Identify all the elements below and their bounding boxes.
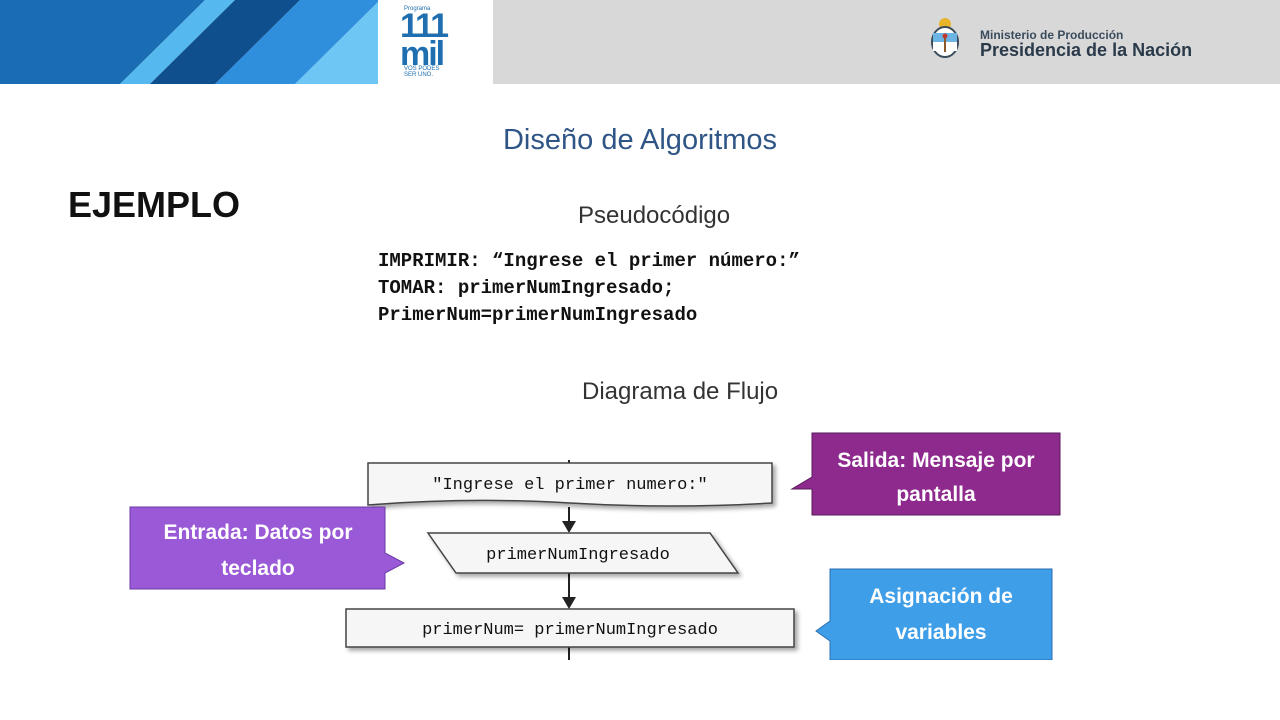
example-label: EJEMPLO	[68, 184, 241, 225]
flowchart-diagram: "Ingrese el primer numero:" primerNumIng…	[129, 432, 1061, 660]
callout-input-line1: Entrada: Datos por	[163, 521, 352, 544]
ministry-name: Ministerio de Producción	[980, 28, 1124, 42]
header-stripes	[0, 0, 400, 84]
logo-number-top: 111	[400, 7, 449, 45]
logo-tagline: VOS PODÉS SER UNO.	[404, 66, 439, 78]
flow-input-text: primerNumIngresado	[486, 546, 670, 565]
government-name: Presidencia de la Nación	[980, 40, 1193, 60]
callout-input-line2: teclado	[221, 557, 295, 580]
logo-program-label: Programa	[404, 6, 431, 12]
coat-of-arms-icon	[931, 18, 959, 58]
callout-output: Salida: Mensaje por pantalla	[790, 432, 1061, 516]
flow-process-text: primerNum= primerNumIngresado	[422, 621, 718, 640]
logo-tagline-2: SER UNO.	[404, 72, 434, 78]
pseudocode-line: IMPRIMIR: “Ingrese el primer número:”	[378, 250, 800, 272]
flow-output-node	[367, 462, 773, 507]
logo-tagline-1: VOS PODÉS	[404, 66, 440, 72]
callout-input: Entrada: Datos por teclado	[129, 506, 406, 590]
callout-output-line2: pantalla	[896, 483, 976, 506]
flow-input-node	[426, 532, 740, 574]
pseudocode-heading: Pseudocódigo	[578, 202, 731, 229]
callout-output-line1: Salida: Mensaje por	[837, 449, 1034, 472]
callout-assign: Asignación de variables	[815, 568, 1053, 660]
callout-assign-line2: variables	[895, 621, 986, 644]
flow-process-node	[345, 608, 795, 648]
pseudocode-line: PrimerNum=primerNumIngresado	[378, 304, 698, 326]
pseudocode-line: TOMAR: primerNumIngresado;	[378, 277, 675, 299]
program-logo: Programa 111 mil VOS PODÉS SER UNO.	[378, 0, 493, 84]
flowchart-heading: Diagrama de Flujo	[582, 378, 779, 405]
flow-output-text: "Ingrese el primer numero:"	[432, 476, 707, 495]
pseudocode-block: IMPRIMIR: “Ingrese el primer número:” TO…	[378, 248, 800, 329]
logo-number: 111 mil	[400, 7, 449, 73]
slide-title: Diseño de Algoritmos	[502, 124, 778, 156]
callout-assign-line1: Asignación de	[869, 585, 1013, 608]
logo-number-bottom: mil	[400, 35, 445, 73]
